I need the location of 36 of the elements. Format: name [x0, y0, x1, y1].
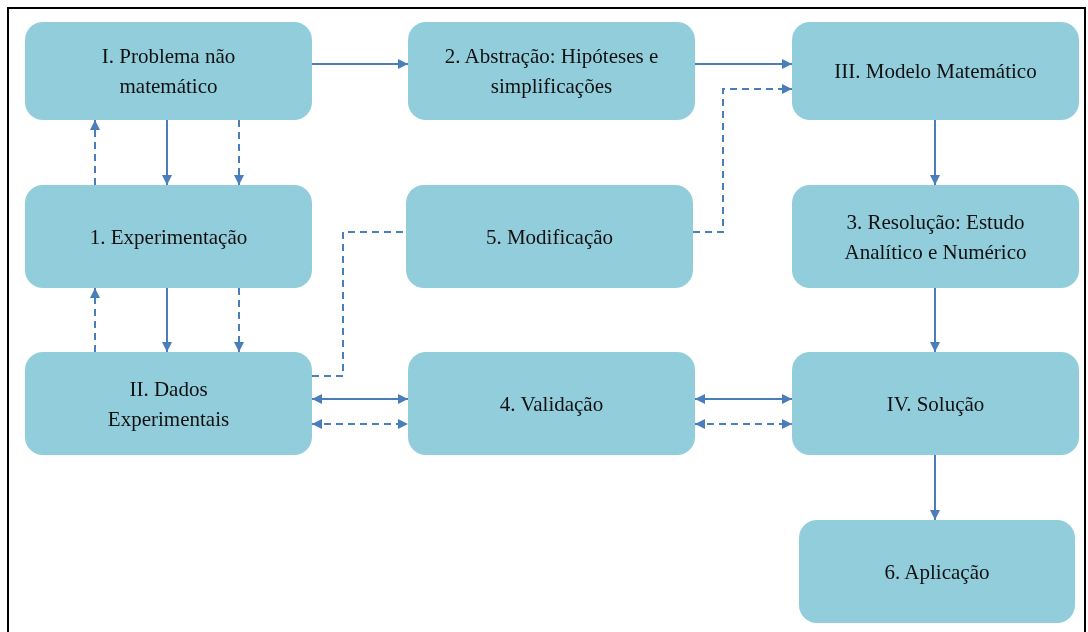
arrow [694, 59, 793, 69]
arrow [311, 394, 409, 404]
arrow [930, 287, 940, 353]
arrow [930, 119, 940, 186]
process-box [792, 352, 1079, 455]
box-label: 2. Abstração: Hipóteses e simplificações [443, 43, 660, 100]
process-box [408, 352, 695, 455]
arrow [692, 84, 793, 233]
process-box [406, 185, 693, 288]
box-label: 6. Aplicação [884, 558, 990, 586]
process-box [25, 352, 312, 455]
process-box [799, 520, 1075, 623]
box-label: III. Modelo Matemático [834, 58, 1037, 85]
arrow [311, 419, 409, 429]
arrow [90, 119, 100, 186]
box-label: 5. Modificação [485, 223, 614, 251]
box-label: 1. Experimentação [89, 223, 248, 251]
arrow [162, 119, 172, 186]
box-label: II. Dados Experimentais [106, 375, 231, 433]
arrow [694, 419, 793, 429]
process-box [792, 22, 1079, 120]
process-box [25, 185, 312, 288]
box-label: 3. Resolução: Estudo Analítico e Numérico [843, 208, 1028, 266]
arrow [162, 287, 172, 353]
process-box [408, 22, 695, 120]
arrow [234, 119, 244, 186]
box-label: IV. Solução [886, 390, 985, 418]
process-box [25, 22, 312, 120]
box-label: 4. Validação [499, 390, 604, 418]
box-label: I. Problema não matemático [100, 43, 237, 100]
arrow [694, 394, 793, 404]
arrow [90, 287, 100, 353]
arrow [311, 59, 409, 69]
arrow [234, 287, 244, 353]
process-box [792, 185, 1079, 288]
arrow [930, 454, 940, 521]
